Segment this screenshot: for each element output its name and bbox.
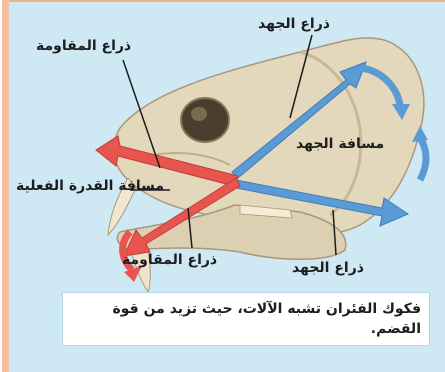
caption-box: فكوك الفئران تشبه الآلات، حيث تزيد من قو… xyxy=(62,292,430,346)
label-effort-arm-bottom: ذراع الجهد xyxy=(292,260,364,276)
label-effort-distance: مسافة الجهد xyxy=(296,136,384,152)
label-effort-arm-top: ذراع الجهد xyxy=(258,16,330,32)
caption-text: فكوك الفئران تشبه الآلات، حيث تزيد من قو… xyxy=(71,299,421,339)
label-resistance-arm-top: ذراع المقاومة xyxy=(36,38,131,54)
label-actual-force-distance: مسافة القدرة الفعلية xyxy=(16,178,164,194)
label-resistance-arm-bottom: ذراع المقاومة xyxy=(122,252,217,268)
curved-arrow-right xyxy=(420,138,426,180)
eye-socket xyxy=(181,98,229,142)
